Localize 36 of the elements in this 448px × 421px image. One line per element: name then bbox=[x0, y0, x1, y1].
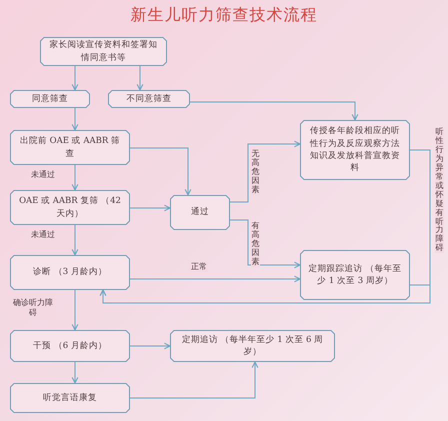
process-box: 传授各年龄段相应的听性行为及反应观察方法知识及发放科普宣教资料 bbox=[300, 120, 410, 180]
title: 新生儿听力筛查技术流程 bbox=[130, 5, 318, 26]
arrow bbox=[230, 140, 301, 202]
arrow bbox=[100, 284, 430, 304]
arrow bbox=[130, 361, 258, 398]
arrow bbox=[130, 342, 171, 350]
arrow bbox=[72, 66, 78, 91]
arrow bbox=[230, 220, 301, 268]
process-box: 干预 （6 月龄内） bbox=[10, 330, 130, 362]
process-box: 通过 bbox=[170, 195, 230, 230]
edge-label: 无高危因素 bbox=[251, 150, 260, 195]
edge-label: 听性行为异常或怀疑有听力障碍 bbox=[435, 128, 444, 254]
process-box: 听觉言语康复 bbox=[10, 383, 130, 413]
arrow bbox=[72, 290, 78, 331]
process-box: 同意筛查 bbox=[10, 90, 90, 108]
arrow bbox=[72, 224, 78, 256]
process-box: 家长阅读宣传资料和签署知情同意书等 bbox=[40, 37, 167, 66]
process-box: 定期跟踪追访 （每年至少 1 次至 3 周岁） bbox=[300, 250, 410, 300]
arrow bbox=[130, 276, 301, 282]
arrow bbox=[190, 102, 358, 121]
edge-label: 未通过 bbox=[30, 170, 56, 180]
process-box: 出院前 OAE 或 AABR 筛查 bbox=[10, 130, 130, 165]
process-box: 不同意筛查 bbox=[108, 90, 190, 108]
edge-label: 未通过 bbox=[30, 230, 56, 240]
arrow bbox=[130, 204, 171, 212]
arrow bbox=[136, 66, 144, 91]
arrow bbox=[72, 108, 78, 131]
edge-label: 有高危因素 bbox=[251, 222, 260, 267]
edge-label: 正常 bbox=[190, 262, 208, 272]
process-box: 定期追访 （每半年至少 1 次至 6 周岁） bbox=[170, 330, 335, 362]
arrow bbox=[130, 148, 192, 196]
arrow bbox=[72, 164, 78, 191]
arrow bbox=[72, 362, 78, 384]
process-box: OAE 或 AABR 复筛 （42 天内） bbox=[10, 190, 130, 225]
process-box: 诊断 （3 月龄内） bbox=[10, 255, 130, 290]
edge-label: 确诊听力障碍 bbox=[10, 298, 56, 319]
